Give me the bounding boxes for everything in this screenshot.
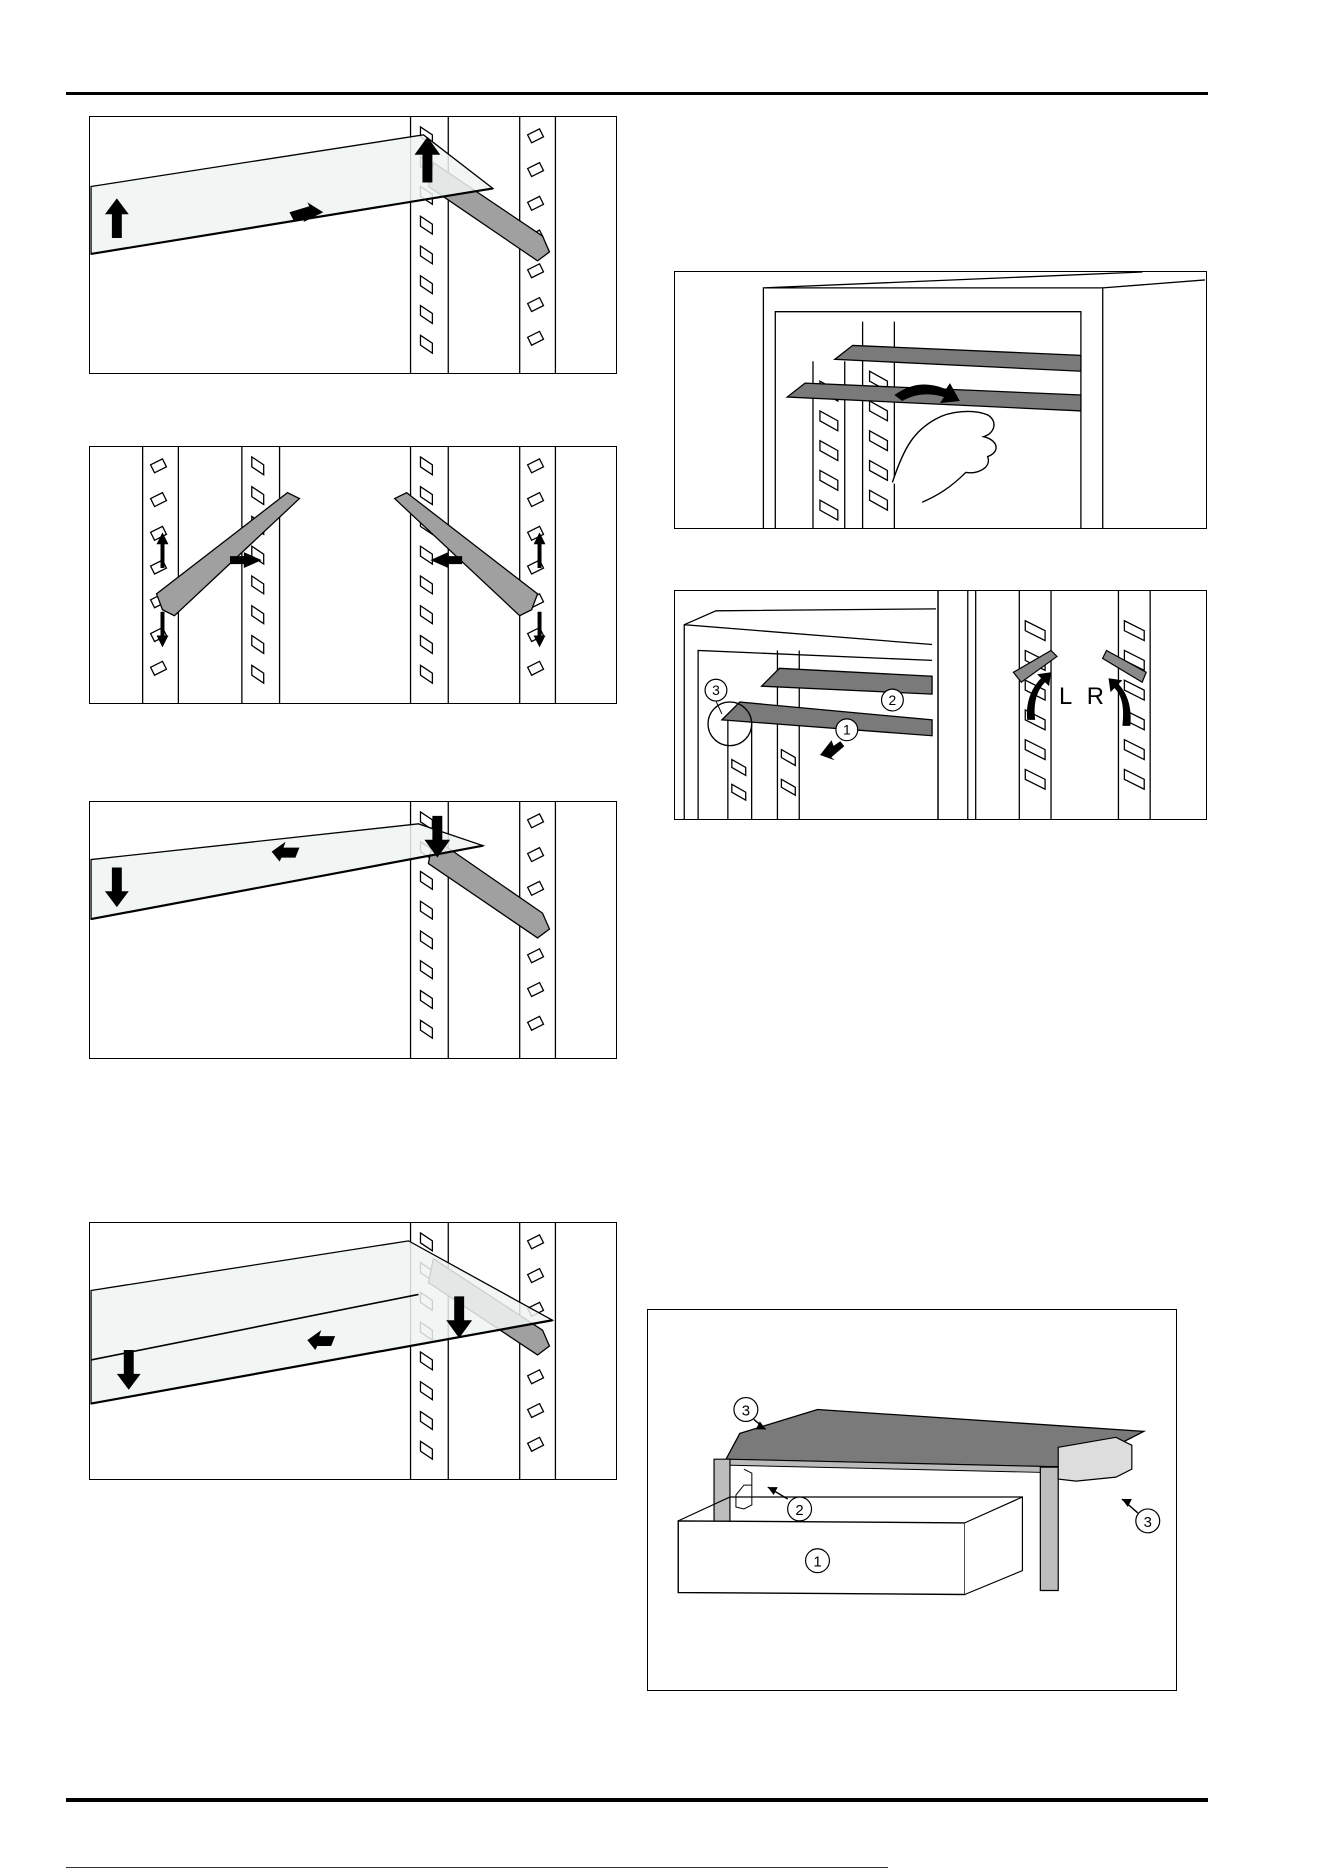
callout-2: 2 xyxy=(889,692,897,708)
label-left: L xyxy=(1059,683,1072,710)
shelf-upper xyxy=(835,345,1081,371)
figure-unhook-brackets-drawing xyxy=(90,447,616,703)
bracket-right xyxy=(395,493,538,616)
callout-3b: 3 xyxy=(1144,1514,1152,1531)
side-panel-right xyxy=(1040,1467,1058,1590)
detail-circle xyxy=(708,702,752,746)
figure-insert-glass-shelf-drawing xyxy=(90,802,616,1058)
figure-glass-shelf-inserted-drawing xyxy=(90,1223,616,1479)
figure-pull-out-shelf-drawing xyxy=(675,272,1206,528)
header-rule xyxy=(66,92,1208,95)
drawer-rail-left xyxy=(736,1469,752,1509)
shelf-upper xyxy=(762,668,933,694)
arrow-rotate-right xyxy=(1109,678,1131,726)
hand-icon xyxy=(892,411,996,502)
callout-3a: 3 xyxy=(742,1402,750,1419)
figure-remove-glass-shelf xyxy=(89,116,617,374)
callout-1: 1 xyxy=(813,1554,821,1571)
footnote-rule xyxy=(66,1867,888,1868)
figure-glass-shelf-inserted xyxy=(89,1222,617,1480)
figure-remove-shelf-brackets: 3 2 1 L R xyxy=(674,590,1207,820)
glass-shelf xyxy=(91,824,483,919)
callout-1: 1 xyxy=(843,722,851,738)
arrow-rotate-left xyxy=(1027,672,1051,720)
callout-3: 3 xyxy=(712,682,720,698)
figure-unhook-brackets xyxy=(89,446,617,704)
callout-2: 2 xyxy=(795,1502,803,1519)
arrow-pull-out xyxy=(817,737,848,764)
footer-rule xyxy=(66,1798,1208,1802)
figure-drawer-assembly: 1 2 3 3 xyxy=(647,1309,1177,1691)
figure-insert-glass-shelf xyxy=(89,801,617,1059)
glass-shelf xyxy=(91,1241,552,1404)
figure-drawer-assembly-drawing: 1 2 3 3 xyxy=(648,1310,1176,1690)
figure-remove-glass-shelf-drawing xyxy=(90,117,616,373)
figure-pull-out-shelf xyxy=(674,271,1207,529)
figure-remove-shelf-brackets-drawing: 3 2 1 L R xyxy=(675,591,1206,819)
label-right: R xyxy=(1087,683,1104,710)
